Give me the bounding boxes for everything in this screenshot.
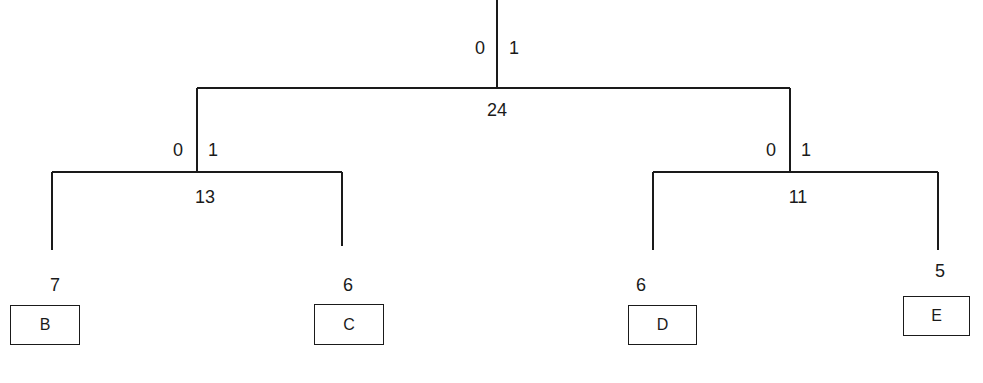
symbol-box: E	[903, 296, 970, 336]
bit-label: 1	[206, 141, 220, 159]
symbol-text: E	[931, 307, 942, 325]
symbol-text: D	[657, 316, 669, 334]
left-branch	[52, 171, 342, 173]
weight-number: 5	[933, 262, 947, 280]
right-branch	[653, 171, 938, 173]
bit-label: 0	[473, 39, 487, 57]
bit-label: 1	[507, 39, 521, 57]
weight-number: 11	[787, 188, 810, 206]
weight-number: 7	[48, 276, 62, 294]
bit-label: 1	[799, 141, 813, 159]
leaf-line	[51, 172, 53, 250]
left-stem	[196, 88, 198, 172]
leaf-line	[937, 172, 939, 250]
weight-number: 13	[193, 188, 217, 206]
leaf-line	[341, 172, 343, 246]
weight-number: 6	[634, 276, 648, 294]
symbol-text: C	[343, 316, 355, 334]
leaf-line	[652, 172, 654, 250]
symbol-text: B	[40, 316, 51, 334]
symbol-box: C	[314, 304, 384, 345]
symbol-box: B	[10, 305, 80, 345]
weight-number: 24	[485, 101, 509, 119]
bit-label: 0	[764, 141, 778, 159]
weight-number: 6	[341, 276, 355, 294]
root-branch	[197, 87, 790, 89]
bit-label: 0	[171, 141, 185, 159]
root-stem	[496, 0, 498, 88]
right-stem	[789, 88, 791, 172]
symbol-box: D	[628, 305, 697, 345]
